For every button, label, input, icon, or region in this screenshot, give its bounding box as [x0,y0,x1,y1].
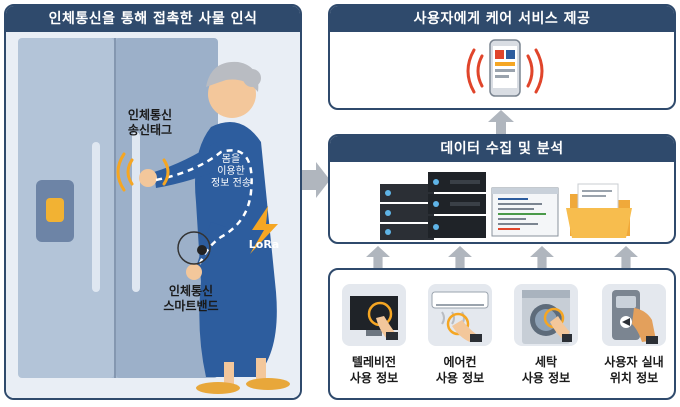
care-panel-title: 사용자에게 케어 서비스 제공 [330,6,674,32]
source-washing-machine-line2: 사용 정보 [521,371,571,385]
smart-band-icon [177,231,211,265]
band-label-line2: 스마트밴드 [163,299,219,313]
sources-panel: 텔레비전 사용 정보 에어컨 사용 정보 [328,268,676,400]
right-arrow-icon [302,162,330,198]
washing-machine-icon [514,284,578,346]
source-air-conditioner-line1: 에어컨 [443,355,477,369]
source-television-line2: 사용 정보 [349,371,399,385]
tag-label-line2: 송신태그 [127,123,173,137]
up-arrow-icon [448,246,472,268]
left-panel: 인체통신을 통해 접촉한 사물 인식 [4,4,302,400]
analysis-panel: 데이터 수집 및 분석 [328,134,676,244]
source-card-indoor-location: 사용자 실내 위치 정보 [594,280,674,394]
source-washing-machine-line1: 세탁 [534,355,558,369]
folder-icon [566,183,632,238]
up-arrow-icon [530,246,554,268]
up-arrow-icon [488,110,514,134]
body-transfer-label: 몸을 이용한 정보 전송 [198,154,264,190]
analysis-panel-title: 데이터 수집 및 분석 [330,136,674,162]
source-air-conditioner-line2: 사용 정보 [435,371,485,385]
body-label-line3: 정보 전송 [211,178,251,189]
server-icon [428,172,486,238]
body-label-line1: 몸을 [221,154,241,165]
television-icon [342,284,406,346]
up-arrow-icon [614,246,638,268]
left-illustration [6,32,300,398]
left-panel-title: 인체통신을 통해 접촉한 사물 인식 [6,6,300,32]
signal-waves-icon [116,152,170,192]
refrigerator-icon [18,38,218,378]
source-television-line1: 텔레비전 [351,355,397,369]
care-panel: 사용자에게 케어 서비스 제공 [328,4,676,110]
tag-label-line1: 인체통신 [127,108,173,122]
up-arrow-icon [366,246,390,268]
source-indoor-location-line1: 사용자 실내 [604,355,664,369]
server-icon [380,184,434,240]
monitor-icon [491,187,559,237]
smartphone-icon [466,39,544,97]
analysis-illustration [380,172,632,240]
source-card-television: 텔레비전 사용 정보 [336,280,412,394]
band-label: 인체통신 스마트밴드 [146,284,236,314]
air-conditioner-icon [428,284,492,346]
lightning-icon [250,206,278,254]
source-indoor-location-line2: 위치 정보 [609,371,659,385]
source-card-air-conditioner: 에어컨 사용 정보 [422,280,498,394]
body-label-line2: 이용한 [217,166,245,177]
tag-label: 인체통신 송신태그 [110,108,190,138]
source-card-washing-machine: 세탁 사용 정보 [508,280,584,394]
elderly-person-icon [139,61,290,394]
door-lock-icon [602,284,666,346]
band-label-line1: 인체통신 [168,284,214,298]
lora-label: LoRa [248,238,280,251]
